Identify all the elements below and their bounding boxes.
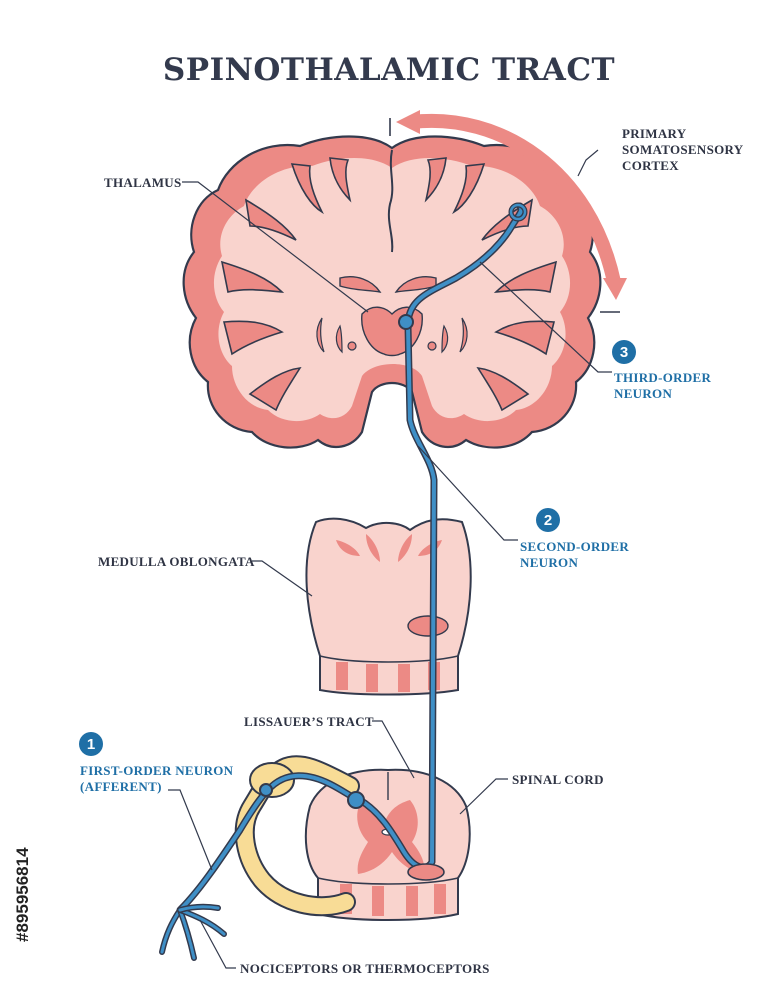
label-third-order-line2: NEURON — [614, 386, 672, 401]
medulla-oblongata — [305, 517, 472, 696]
label-medulla: MEDULLA OBLONGATA — [98, 554, 255, 569]
basal-ganglia-left-dot — [347, 341, 357, 351]
crossing-tract-oval — [407, 863, 445, 881]
basal-ganglia-right-2 — [441, 324, 449, 354]
badge-second — [536, 508, 560, 532]
badge-first — [79, 732, 103, 756]
stock-id: #895956814 — [13, 847, 32, 942]
basal-ganglia-left-1 — [316, 317, 325, 353]
synapse-thalamus — [398, 314, 414, 330]
neuron-pathway — [159, 202, 528, 961]
synapse-ganglion — [259, 783, 273, 797]
badge-third — [612, 340, 636, 364]
label-first-order-line1: FIRST-ORDER NEURON — [80, 763, 234, 778]
label-cortex-line1: PRIMARY — [622, 126, 687, 141]
lateral-ventricle-right — [394, 276, 437, 293]
basal-ganglia-right-dot — [427, 341, 437, 351]
label-cortex-line3: CORTEX — [622, 158, 679, 173]
badge-first-number: 1 — [87, 736, 95, 753]
label-third-order-line1: THIRD-ORDER — [614, 370, 712, 385]
label-second-order-line1: SECOND-ORDER — [520, 539, 629, 554]
lateral-ventricle-left — [339, 276, 382, 293]
label-second-order-line2: NEURON — [520, 555, 578, 570]
label-thalamus: THALAMUS — [104, 175, 182, 190]
brain-coronal-section — [182, 135, 602, 449]
diagram-title: SPINOTHALAMIC TRACT — [163, 52, 615, 88]
basal-ganglia-left-2 — [335, 324, 343, 354]
label-lissauer: LISSAUER’S TRACT — [244, 714, 374, 729]
leader-lines — [168, 149, 612, 969]
label-receptors: NOCICEPTORS OR THERMOCEPTORS — [240, 961, 490, 976]
label-first-order-line2: (AFFERENT) — [80, 779, 162, 794]
badge-third-number: 3 — [620, 344, 628, 361]
longitudinal-fissure — [387, 149, 394, 253]
label-spinal-cord: SPINAL CORD — [512, 772, 604, 787]
synapse-dorsal-horn — [347, 791, 365, 809]
receptor-branches — [159, 903, 227, 961]
cortex-arrow — [389, 110, 627, 313]
basal-ganglia-right-1 — [459, 317, 468, 353]
brain-inner-tissue — [213, 158, 571, 422]
badge-second-number: 2 — [544, 512, 552, 529]
label-cortex-line2: SOMATOSENSORY — [622, 142, 744, 157]
